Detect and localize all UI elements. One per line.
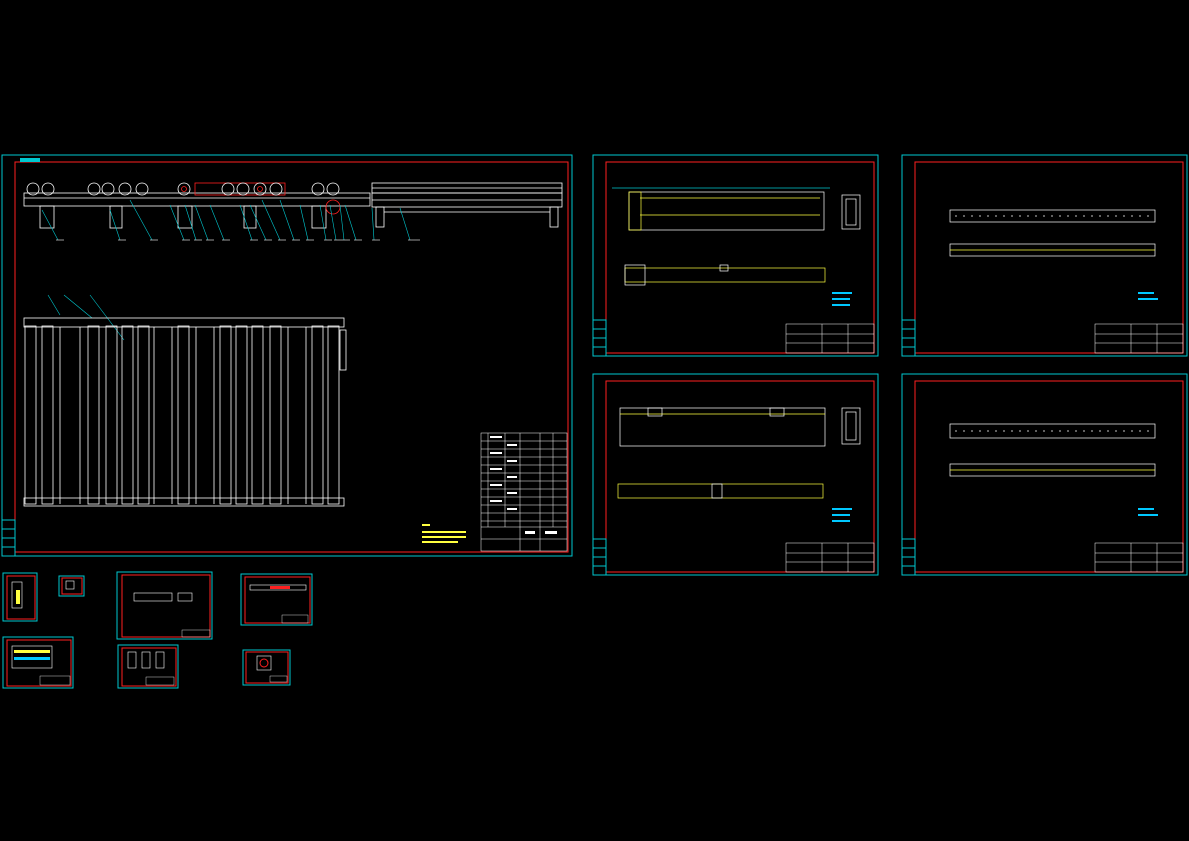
sheet-border bbox=[6, 639, 72, 687]
bar-plan-view bbox=[949, 243, 1156, 257]
part-view bbox=[249, 584, 307, 591]
sheet-frame bbox=[117, 644, 179, 689]
part-hole bbox=[259, 658, 269, 668]
highlight-mark bbox=[270, 586, 290, 589]
front-elevation-view bbox=[23, 182, 371, 229]
title-block bbox=[181, 629, 211, 638]
part-view bbox=[11, 581, 23, 609]
sheet-part-4[interactable] bbox=[901, 373, 1188, 576]
sheet-main-assembly[interactable] bbox=[1, 154, 573, 557]
bar-elevation-view bbox=[949, 423, 1156, 439]
revision-strip bbox=[592, 319, 607, 357]
plan-view bbox=[23, 317, 347, 507]
sheet-frame bbox=[2, 636, 74, 689]
part-view bbox=[127, 651, 137, 669]
part-view bbox=[256, 655, 272, 671]
beam-elevation-view bbox=[619, 407, 826, 447]
sheet-border bbox=[914, 380, 1184, 573]
sheet-thumb-7[interactable] bbox=[242, 649, 291, 686]
highlight-mark bbox=[14, 657, 50, 660]
sheet-thumb-4[interactable] bbox=[240, 573, 313, 626]
bar-elevation-view bbox=[949, 209, 1156, 223]
sheet-frame bbox=[1, 154, 573, 557]
bar-plan-view bbox=[949, 463, 1156, 477]
sheet-part-3[interactable] bbox=[592, 373, 879, 576]
highlight-mark bbox=[14, 650, 50, 653]
sheet-part-1[interactable] bbox=[592, 154, 879, 357]
sheet-thumb-3[interactable] bbox=[116, 571, 213, 640]
part-view bbox=[141, 651, 151, 669]
sheet-frame bbox=[116, 571, 213, 640]
part-view bbox=[155, 651, 165, 669]
leader-callouts bbox=[41, 199, 420, 341]
title-block bbox=[145, 676, 175, 686]
sheet-border bbox=[244, 576, 311, 624]
sheet-border bbox=[6, 575, 36, 620]
beam-plan-view bbox=[617, 483, 824, 499]
sheet-frame bbox=[592, 154, 879, 357]
title-block bbox=[269, 675, 288, 683]
sheet-title-tag bbox=[20, 158, 40, 162]
sheet-border bbox=[914, 161, 1184, 354]
sheet-border bbox=[245, 651, 289, 684]
beam-plan-view bbox=[624, 264, 826, 286]
note-block bbox=[1138, 292, 1158, 300]
sheet-border bbox=[61, 577, 83, 595]
title-block bbox=[39, 675, 71, 686]
sheet-frame bbox=[2, 572, 38, 622]
roller-tubes bbox=[24, 325, 340, 505]
part-view bbox=[65, 580, 75, 590]
sheet-thumb-2[interactable] bbox=[58, 575, 85, 597]
roller-row bbox=[26, 182, 341, 215]
revision-strip bbox=[1, 519, 16, 557]
sheet-part-2[interactable] bbox=[901, 154, 1188, 357]
part-section bbox=[177, 592, 193, 602]
note-block bbox=[1138, 508, 1158, 516]
side-elevation-view bbox=[371, 182, 563, 228]
title-block bbox=[1094, 323, 1184, 354]
sheet-thumb-6[interactable] bbox=[117, 644, 179, 689]
beam-elevation-view bbox=[612, 187, 830, 231]
sheet-border bbox=[605, 161, 875, 354]
beam-section-view bbox=[841, 407, 861, 445]
note-block bbox=[832, 292, 852, 306]
technical-notes bbox=[422, 524, 466, 543]
title-block bbox=[785, 542, 875, 573]
beam-section-view bbox=[841, 194, 861, 230]
part-view bbox=[11, 645, 53, 669]
sheet-thumb-1[interactable] bbox=[2, 572, 38, 622]
sheet-frame bbox=[901, 154, 1188, 357]
note-block bbox=[832, 508, 852, 522]
title-block bbox=[785, 323, 875, 354]
sheet-border bbox=[121, 574, 211, 638]
sheet-thumb-5[interactable] bbox=[2, 636, 74, 689]
sheet-frame bbox=[242, 649, 291, 686]
title-block bbox=[281, 614, 309, 624]
revision-strip bbox=[901, 538, 916, 576]
sheet-border bbox=[121, 647, 177, 687]
sheet-frame bbox=[240, 573, 313, 626]
highlight-mark bbox=[16, 590, 20, 604]
parts-list-text-fill bbox=[490, 436, 557, 534]
title-block bbox=[1094, 542, 1184, 573]
sheet-border bbox=[14, 161, 569, 553]
revision-strip bbox=[901, 319, 916, 357]
sheet-border bbox=[605, 380, 875, 573]
sheet-frame bbox=[592, 373, 879, 576]
part-view bbox=[133, 592, 173, 602]
sheet-frame bbox=[58, 575, 85, 597]
parts-list-table bbox=[480, 432, 568, 552]
sheet-frame bbox=[901, 373, 1188, 576]
revision-strip bbox=[592, 538, 607, 576]
